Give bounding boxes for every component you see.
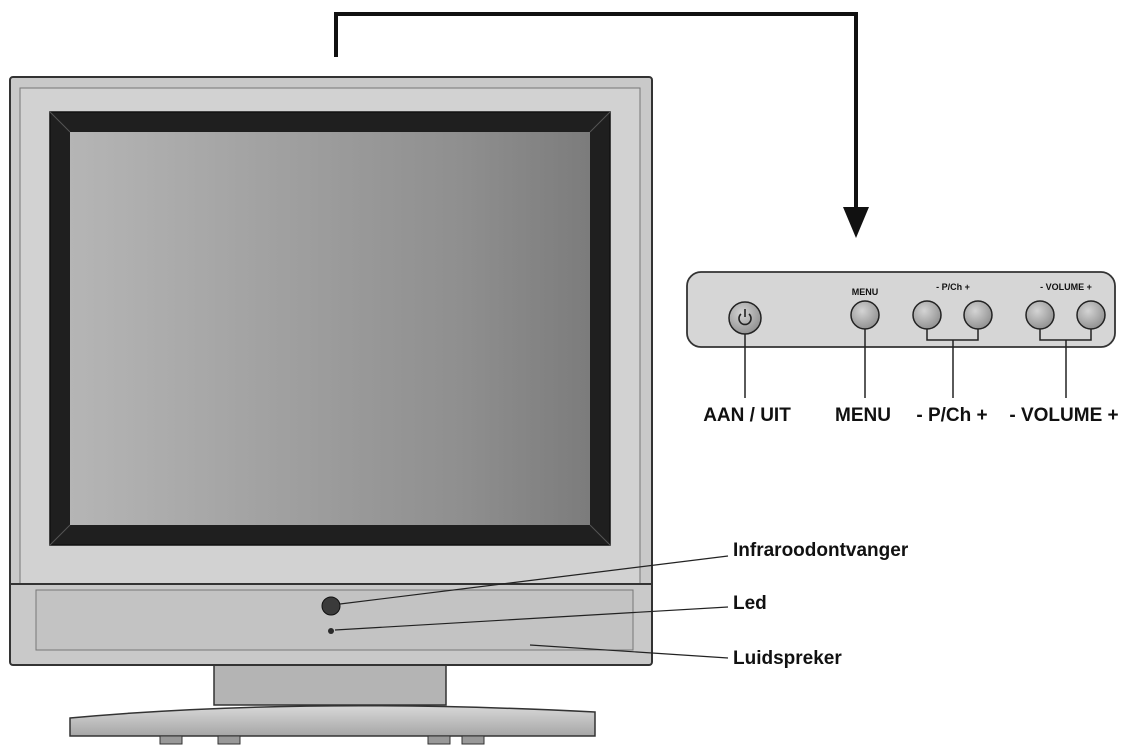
power-label: AAN / UIT bbox=[703, 405, 791, 426]
led-label: Led bbox=[733, 593, 767, 614]
pch-minus-button[interactable] bbox=[912, 300, 942, 330]
speaker-bar bbox=[10, 583, 652, 651]
power-button[interactable] bbox=[728, 301, 762, 335]
volume-label: - VOLUME + bbox=[1009, 405, 1118, 426]
power-icon bbox=[738, 309, 752, 326]
panel-engraving-pch: - P/Ch + bbox=[936, 282, 970, 292]
tv-stand bbox=[69, 659, 596, 745]
menu-label: MENU bbox=[835, 405, 891, 426]
speaker-label: Luidspreker bbox=[733, 648, 842, 669]
led-indicator bbox=[328, 628, 334, 634]
infrared-receiver bbox=[321, 596, 341, 616]
pointer-arrow bbox=[334, 12, 869, 238]
volume-plus-button[interactable] bbox=[1076, 300, 1106, 330]
panel-engraving-menu: MENU bbox=[852, 287, 879, 297]
panel-engraving-volume: - VOLUME + bbox=[1040, 282, 1092, 292]
infrared-receiver-label: Infraroodontvanger bbox=[733, 540, 909, 561]
pch-plus-button[interactable] bbox=[963, 300, 993, 330]
menu-button[interactable] bbox=[850, 300, 880, 330]
volume-minus-button[interactable] bbox=[1025, 300, 1055, 330]
panel-leader-lines bbox=[744, 329, 1092, 398]
tv-screen bbox=[49, 111, 611, 546]
tv-leader-lines bbox=[334, 555, 729, 659]
pch-label: - P/Ch + bbox=[916, 405, 987, 426]
control-panel bbox=[686, 271, 1116, 348]
